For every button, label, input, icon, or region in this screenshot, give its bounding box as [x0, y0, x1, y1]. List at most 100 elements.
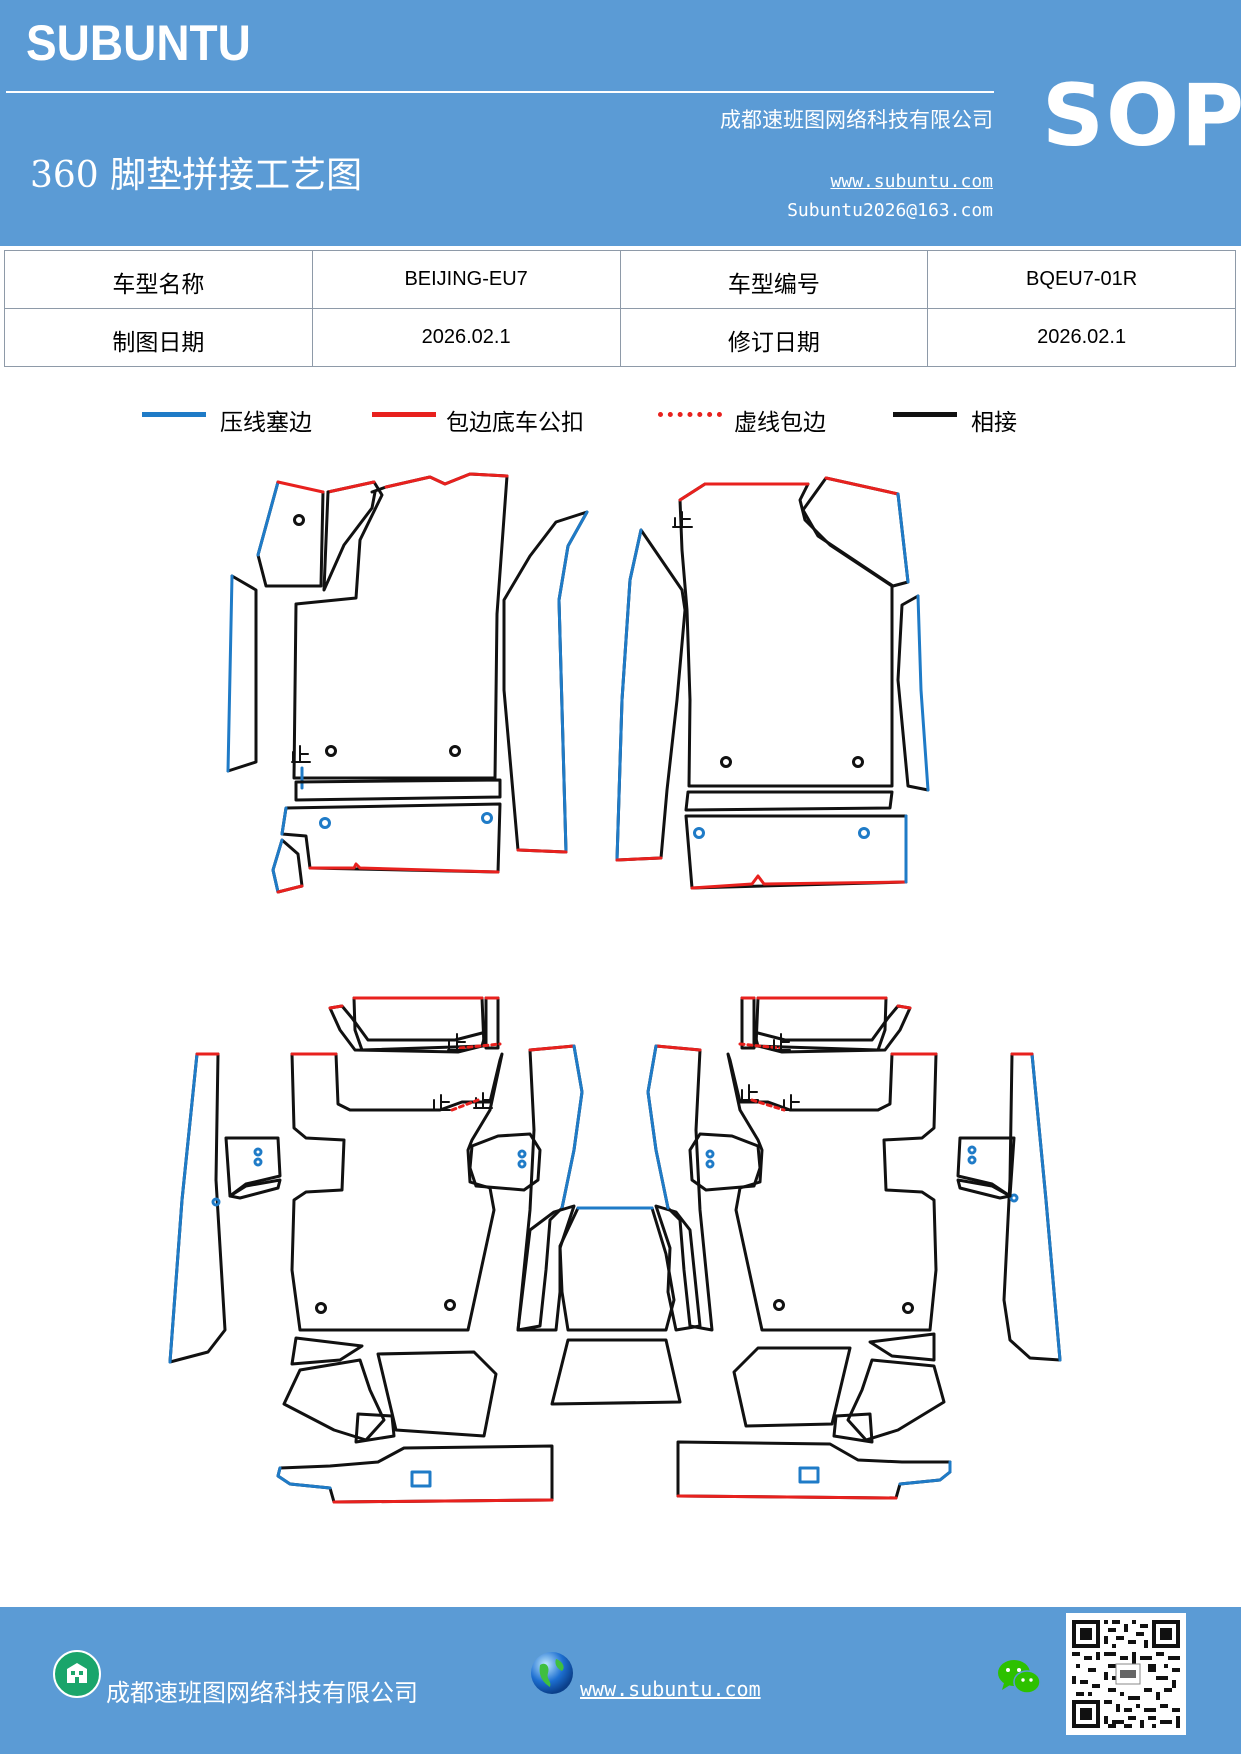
mat-piece-tunnel	[558, 1206, 676, 1332]
mat-hole-blue	[319, 817, 331, 829]
edge-blue	[615, 528, 643, 862]
globe-icon	[531, 1652, 573, 1694]
draw-date-value: 2026.02.1	[311, 308, 621, 367]
rear-left-mat-group	[168, 996, 584, 1504]
wechat-icon[interactable]	[996, 1657, 1042, 1699]
mat-hole	[444, 1299, 456, 1311]
edge-red	[328, 1004, 344, 1010]
edge-red	[276, 884, 304, 894]
model-name-label: 车型名称	[4, 250, 313, 309]
legend-swatch-red	[372, 412, 436, 417]
mat-hole	[325, 745, 337, 757]
mat-piece-middle-strip	[684, 790, 894, 812]
edge-blue	[896, 492, 910, 584]
edge-blue	[226, 574, 234, 773]
mat-hole-blue	[693, 827, 705, 839]
edge-blue	[256, 480, 280, 557]
mat-piece-hinge-tab	[228, 1178, 282, 1200]
mat-piece-passenger-main	[678, 482, 894, 788]
page-header: SUBUNTU SOP 360 脚垫拼接工艺图 成都速班图网络科技有限公司 ww…	[0, 0, 1241, 246]
mat-piece-rear-main	[290, 1052, 504, 1332]
vehicle-info-table: 车型名称 BEIJING-EU7 车型编号 BQEU7-01R 制图日期 202…	[4, 250, 1236, 367]
joint-mark-icon	[291, 745, 311, 763]
header-website-link[interactable]: www.subuntu.com	[830, 171, 993, 192]
mat-hole	[720, 756, 732, 768]
edge-blue	[560, 1044, 584, 1210]
model-code-label: 车型编号	[619, 250, 929, 309]
mat-piece-middle-strip	[294, 778, 502, 802]
legend-label: 压线塞边	[220, 410, 312, 436]
edge-red	[528, 1044, 576, 1052]
table-row: 车型名称 BEIJING-EU7 车型编号 BQEU7-01R	[4, 250, 1236, 309]
edge-blue	[168, 1052, 199, 1364]
mat-hole-blue	[211, 1197, 221, 1207]
mat-piece-sill	[276, 1444, 554, 1504]
mat-hole-blue	[705, 1149, 715, 1159]
mat-piece-hinge-tab	[956, 1178, 1012, 1200]
mat-piece-tunnel-bottom	[550, 1338, 682, 1406]
rear-right-mat-group	[646, 996, 1062, 1500]
edge-red	[308, 862, 500, 874]
edge-blue	[557, 510, 589, 854]
footer-company-name: 成都速班图网络科技有限公司	[106, 1679, 418, 1707]
building-icon	[53, 1650, 101, 1698]
mat-piece-bench-top	[290, 1336, 364, 1366]
legend-label: 包边底车公扣	[446, 410, 584, 436]
page-title: 360 脚垫拼接工艺图	[30, 155, 363, 196]
front-left-mat-group	[226, 472, 589, 894]
mat-piece-bench-left	[282, 1358, 386, 1442]
edge-red	[824, 476, 900, 496]
mat-piece-bench-right	[846, 1358, 946, 1442]
header-company-name: 成都速班图网络科技有限公司	[720, 108, 993, 132]
edge-blue	[898, 1460, 952, 1486]
mat-piece-top-strip	[484, 996, 500, 1050]
edge-red	[678, 482, 810, 502]
header-email: Subuntu2026@163.com	[787, 200, 993, 221]
model-name-value: BEIJING-EU7	[311, 250, 621, 309]
mat-piece-hinge	[224, 1136, 282, 1198]
legend-label: 相接	[971, 410, 1017, 436]
mat-hole-blue	[705, 1159, 715, 1169]
front-right-mat-group	[615, 476, 930, 890]
joint-mark-icon	[473, 1092, 493, 1109]
page-footer: 成都速班图网络科技有限公司 www.subuntu.com	[0, 1607, 1241, 1754]
legend-swatch-blue	[142, 412, 206, 417]
edge-red	[615, 856, 663, 862]
mat-piece-tunnel-left	[516, 1204, 576, 1332]
floor-mat-diagram	[168, 472, 1062, 1504]
edge-blue	[1030, 1052, 1062, 1362]
mat-hole	[449, 745, 461, 757]
sill-clip-slot	[410, 1470, 432, 1488]
mat-piece-side-pad	[468, 1132, 542, 1192]
mat-piece-bench-corner	[354, 1412, 396, 1444]
table-row: 制图日期 2026.02.1 修订日期 2026.02.1	[4, 308, 1236, 367]
joint-mark-icon	[771, 1033, 791, 1051]
mat-piece-upper-small	[256, 480, 325, 588]
mat-piece-bench-right	[376, 1350, 498, 1438]
sop-badge: SOP	[1042, 66, 1241, 166]
footer-website-link[interactable]: www.subuntu.com	[580, 1677, 761, 1701]
edge-red	[384, 472, 509, 489]
mat-piece-side-pad	[688, 1132, 762, 1192]
mat-piece-bench-left	[732, 1346, 852, 1428]
mat-piece-lower	[280, 802, 502, 874]
revise-date-label: 修订日期	[619, 308, 929, 367]
mat-hole	[315, 1302, 327, 1314]
mat-hole-blue	[858, 827, 870, 839]
model-code-value: BQEU7-01R	[927, 250, 1236, 309]
edge-blue	[646, 1044, 670, 1210]
joint-mark-icon	[672, 511, 693, 528]
legend-swatch-red-dotted	[658, 412, 722, 417]
mat-hole	[773, 1299, 785, 1311]
mat-hole	[902, 1302, 914, 1314]
brand-logo: SUBUNTU	[26, 15, 251, 71]
mat-hole-blue	[1009, 1193, 1019, 1203]
center-tunnel-group	[516, 1204, 702, 1406]
edge-red-dotted	[458, 1042, 502, 1050]
edge-red	[332, 1498, 554, 1504]
mat-piece-top-cover	[754, 996, 888, 1052]
mat-piece-left-tall-strip	[168, 1052, 227, 1364]
edge-red	[654, 1044, 702, 1052]
mat-hole-blue	[253, 1157, 263, 1167]
mat-hole-blue	[481, 812, 493, 824]
